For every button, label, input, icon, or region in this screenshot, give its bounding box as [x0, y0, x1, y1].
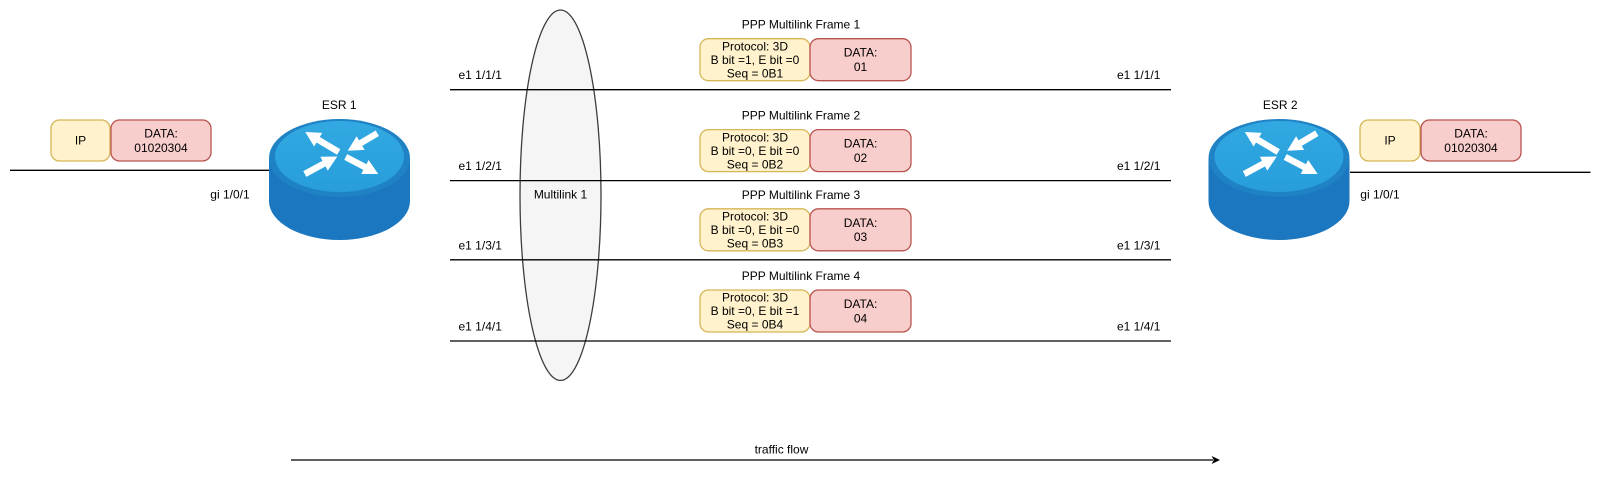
svg-text:PPP Multilink Frame 2: PPP Multilink Frame 2 — [742, 109, 861, 123]
svg-text:e1 1/1/1: e1 1/1/1 — [1117, 68, 1161, 82]
svg-text:PPP Multilink Frame 4: PPP Multilink Frame 4 — [742, 269, 861, 283]
svg-text:PPP Multilink Frame 3: PPP Multilink Frame 3 — [742, 188, 861, 202]
svg-text:DATA:: DATA: — [844, 46, 878, 60]
svg-text:Seq = 0B1: Seq = 0B1 — [727, 66, 784, 80]
svg-text:e1 1/3/1: e1 1/3/1 — [459, 239, 503, 253]
svg-text:02: 02 — [854, 151, 868, 165]
svg-text:e1 1/2/1: e1 1/2/1 — [459, 159, 503, 173]
svg-text:Protocol: 3D: Protocol: 3D — [722, 130, 788, 144]
svg-text:e1 1/4/1: e1 1/4/1 — [1117, 320, 1161, 334]
svg-text:Protocol: 3D: Protocol: 3D — [722, 39, 788, 53]
svg-text:Seq = 0B3: Seq = 0B3 — [727, 237, 784, 251]
svg-text:PPP Multilink Frame 1: PPP Multilink Frame 1 — [742, 18, 861, 32]
svg-text:01020304: 01020304 — [1444, 141, 1498, 155]
svg-text:ESR 1: ESR 1 — [322, 98, 357, 112]
svg-text:B bit =0, E bit =1: B bit =0, E bit =1 — [711, 304, 800, 318]
svg-text:Multilink 1: Multilink 1 — [534, 188, 588, 202]
svg-text:DATA:: DATA: — [844, 297, 878, 311]
svg-text:Seq = 0B2: Seq = 0B2 — [727, 157, 784, 171]
svg-text:04: 04 — [854, 311, 868, 325]
svg-text:IP: IP — [75, 134, 86, 148]
svg-text:ESR 2: ESR 2 — [1263, 98, 1298, 112]
svg-text:e1 1/1/1: e1 1/1/1 — [459, 68, 503, 82]
svg-text:gi 1/0/1: gi 1/0/1 — [1360, 187, 1400, 201]
svg-text:e1 1/4/1: e1 1/4/1 — [459, 320, 503, 334]
svg-text:DATA:: DATA: — [144, 126, 178, 140]
svg-text:B bit =1, E bit =0: B bit =1, E bit =0 — [711, 53, 800, 67]
svg-text:e1 1/2/1: e1 1/2/1 — [1117, 159, 1161, 173]
svg-text:B bit =0, E bit =0: B bit =0, E bit =0 — [711, 223, 800, 237]
svg-text:traffic flow: traffic flow — [755, 443, 809, 457]
svg-text:03: 03 — [854, 230, 868, 244]
svg-text:DATA:: DATA: — [844, 216, 878, 230]
svg-text:Protocol: 3D: Protocol: 3D — [722, 210, 788, 224]
svg-text:Protocol: 3D: Protocol: 3D — [722, 291, 788, 305]
svg-text:B bit =0, E bit =0: B bit =0, E bit =0 — [711, 144, 800, 158]
svg-text:Seq = 0B4: Seq = 0B4 — [727, 318, 784, 332]
svg-text:DATA:: DATA: — [1454, 126, 1488, 140]
svg-text:DATA:: DATA: — [844, 137, 878, 151]
svg-text:IP: IP — [1384, 134, 1395, 148]
svg-text:01: 01 — [854, 60, 868, 74]
svg-text:e1 1/3/1: e1 1/3/1 — [1117, 239, 1161, 253]
svg-text:01020304: 01020304 — [134, 141, 188, 155]
svg-text:gi 1/0/1: gi 1/0/1 — [210, 187, 250, 201]
